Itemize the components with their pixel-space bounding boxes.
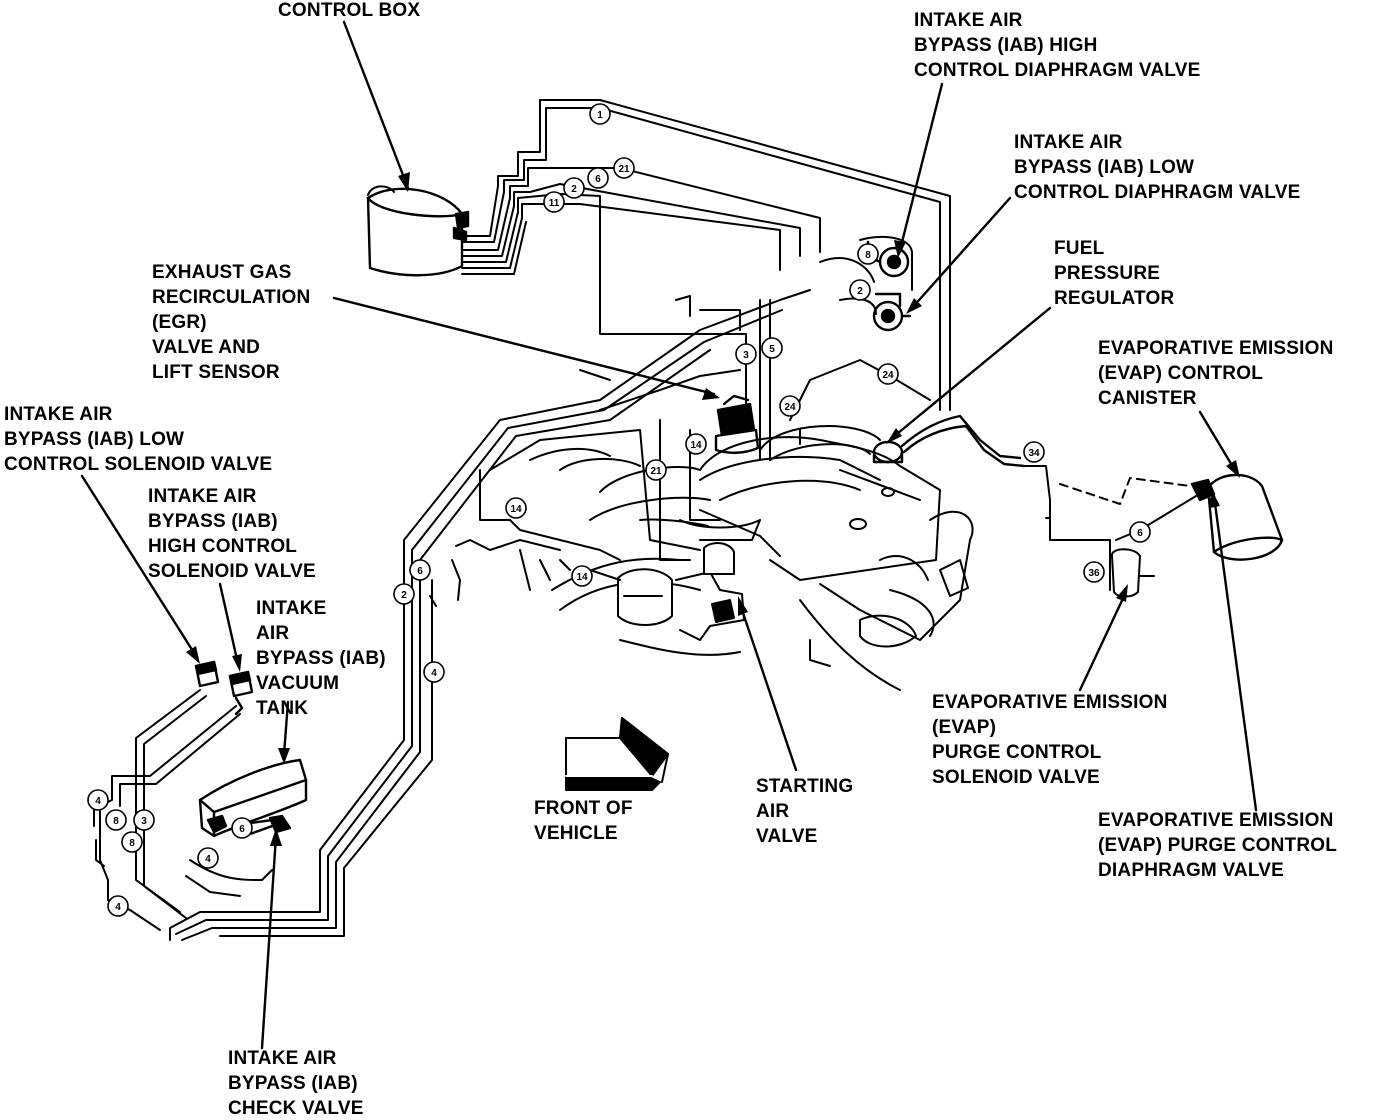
- hose-number-21: 36: [1088, 568, 1100, 579]
- hose-number-2: 21: [618, 164, 630, 175]
- hose-number-27: 6: [239, 824, 245, 835]
- front-arrow-shape: [565, 717, 669, 791]
- label-iab-low-control-diaphragm-valve: INTAKE AIR BYPASS (IAB) LOW CONTROL DIAP…: [1014, 132, 1301, 203]
- control-box-shape: [366, 185, 470, 277]
- label-evap-purge-control-diaphragm-valve: EVAPORATIVE EMISSION (EVAP) PURGE CONTRO…: [1098, 810, 1338, 881]
- label-iab-check-valve: INTAKE AIR BYPASS (IAB) CHECK VALVE: [228, 1048, 364, 1119]
- iab-vacuum-tank-shape: [198, 758, 308, 838]
- fuel-pressure-regulator-shape: [872, 414, 1026, 468]
- label-iab-vacuum-tank: INTAKE AIR BYPASS (IAB) VACUUM TANK: [256, 598, 386, 719]
- fuel-regulator-leader-line: [890, 306, 1052, 440]
- label-egr-valve-and-lift-sensor: EXHAUST GAS RECIRCULATION (EGR) VALVE AN…: [152, 262, 311, 383]
- hose-number-23: 8: [113, 816, 119, 827]
- label-evap-purge-control-solenoid-valve: EVAPORATIVE EMISSION (EVAP) PURGE CONTRO…: [932, 692, 1168, 788]
- hose-bundle-top: [461, 99, 951, 411]
- hose-number-25: 8: [129, 838, 135, 849]
- evap-purge-lines: [1023, 465, 1197, 598]
- hose-number-3: 6: [595, 174, 601, 185]
- hose-number-7: 2: [857, 286, 863, 297]
- hose-number-18: 2: [401, 590, 407, 601]
- hose-number-19: 4: [431, 668, 437, 679]
- hose-number-8: 3: [743, 350, 749, 361]
- engine-block-shape: [529, 425, 974, 691]
- control-box-leader-line: [342, 20, 410, 190]
- label-iab-high-control-diaphragm-valve: INTAKE AIR BYPASS (IAB) HIGH CONTROL DIA…: [914, 10, 1201, 81]
- evap-canister-shape: [1190, 473, 1284, 561]
- label-evap-control-canister: EVAPORATIVE EMISSION (EVAP) CONTROL CANI…: [1098, 338, 1334, 409]
- starting-air-valve-leader-line: [738, 602, 798, 772]
- label-iab-high-control-solenoid-valve: INTAKE AIR BYPASS (IAB) HIGH CONTROL SOL…: [148, 486, 316, 582]
- hose-number-9: 5: [769, 344, 775, 355]
- hose-harness-engine: [403, 289, 931, 601]
- iab-high-diaphragm-leader-line: [898, 82, 944, 252]
- label-front-of-vehicle: FRONT OF VEHICLE: [534, 798, 633, 844]
- iab-low-solenoid-leader-line: [80, 474, 198, 658]
- label-iab-low-control-solenoid-valve: INTAKE AIR BYPASS (IAB) LOW CONTROL SOLE…: [4, 404, 273, 475]
- iab-solenoid-valves-shape: [194, 660, 254, 716]
- iab-high-solenoid-leader-line: [218, 582, 240, 666]
- iab-tank-leader-line: [282, 700, 290, 756]
- hose-number-14: 14: [690, 440, 702, 451]
- evap-purge-diaphragm-leader-line: [1212, 494, 1258, 812]
- iab-low-diaphragm-leader-line: [910, 196, 1012, 310]
- iab-diaphragm-valves-shape: [819, 235, 913, 332]
- hose-number-15: 14: [510, 504, 522, 515]
- label-control-box: CONTROL BOX: [278, 0, 421, 21]
- egr-leader-line: [332, 296, 716, 396]
- iab-check-valve-leader-line: [260, 834, 278, 1050]
- evap-purge-solenoid-leader-line: [1078, 590, 1128, 692]
- hose-number-13: 21: [650, 466, 662, 477]
- hose-number-26: 4: [115, 902, 121, 913]
- hose-number-17: 6: [417, 566, 423, 577]
- label-fuel-pressure-regulator: FUEL PRESSURE REGULATOR: [1054, 238, 1175, 309]
- evap-canister-leader-line: [1198, 410, 1238, 474]
- hose-number-6: 8: [865, 250, 871, 261]
- hose-number-22: 4: [95, 796, 101, 807]
- hose-number-24: 3: [141, 816, 147, 827]
- hose-number-11: 24: [784, 402, 796, 413]
- label-starting-air-valve: STARTING AIR VALVE: [756, 776, 854, 847]
- hose-number-16: 14: [576, 572, 588, 583]
- hose-number-5: 11: [549, 198, 560, 209]
- hose-number-12: 34: [1028, 448, 1040, 459]
- hose-number-markers: [87, 103, 1151, 917]
- hose-number-4: 2: [571, 184, 577, 195]
- egr-valve-shape: [714, 394, 760, 454]
- hose-number-20: 6: [1137, 528, 1143, 539]
- hose-number-1: 1: [597, 110, 603, 121]
- hose-number-28: 4: [205, 854, 211, 865]
- hose-number-10: 24: [882, 370, 894, 381]
- throttle-body-shape: [617, 519, 761, 641]
